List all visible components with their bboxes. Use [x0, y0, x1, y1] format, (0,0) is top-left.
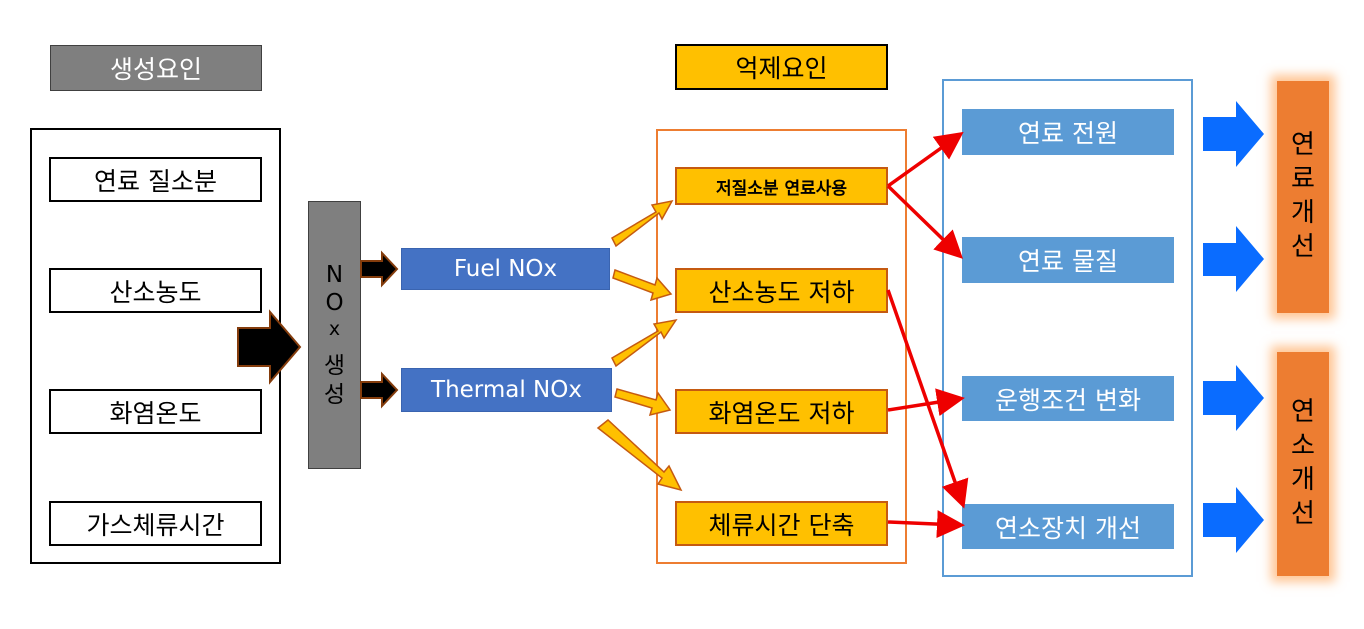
- measure-combustor-improvement: 연소장치 개선: [962, 504, 1174, 549]
- blue-arrow-2: [1203, 226, 1264, 292]
- blue-arrow-1: [1203, 101, 1264, 167]
- arrow-nox-to-thermal: [360, 371, 399, 409]
- combustion-improvement-box: 연 소 개 선: [1277, 352, 1329, 576]
- factor-oxygen-concentration: 산소농도: [49, 268, 262, 313]
- arrow-nox-to-fuel: [360, 250, 399, 288]
- blue-arrow-3: [1203, 365, 1264, 431]
- fuel-improvement-box: 연 료 개 선: [1277, 81, 1329, 313]
- fuel-nox-box: Fuel NOx: [401, 248, 610, 290]
- nox-char: 생: [323, 352, 346, 379]
- combustion-improvement-char: 소: [1291, 431, 1315, 462]
- fuel-improvement-char: 연: [1291, 130, 1315, 161]
- suppression-factors-header: 억제요인: [675, 44, 888, 90]
- generation-factors-header: 생성요인: [50, 45, 262, 91]
- fuel-improvement-char: 료: [1291, 164, 1315, 195]
- measures-frame: [942, 79, 1193, 577]
- nox-char: x: [328, 318, 341, 341]
- factor-fuel-nitrogen: 연료 질소분: [49, 157, 262, 202]
- factor-flame-temperature: 화염온도: [49, 389, 262, 434]
- combustion-improvement-char: 개: [1291, 465, 1315, 495]
- thermal-nox-box: Thermal NOx: [401, 368, 612, 412]
- nox-char: N: [325, 261, 344, 288]
- fuel-improvement-char: 개: [1291, 198, 1315, 228]
- factor-gas-residence-time: 가스체류시간: [49, 501, 262, 546]
- suppression-residence-time-reduction: 체류시간 단축: [675, 501, 888, 546]
- combustion-improvement-char: 연: [1291, 397, 1315, 428]
- blue-arrow-4: [1203, 487, 1264, 553]
- measure-operating-conditions: 운행조건 변화: [962, 376, 1174, 421]
- fuel-improvement-char: 선: [1291, 231, 1315, 262]
- suppression-low-nitrogen-fuel: 저질소분 연료사용: [675, 167, 888, 205]
- suppression-flame-temp-reduction: 화염온도 저하: [675, 389, 888, 434]
- combustion-improvement-char: 선: [1291, 498, 1315, 529]
- nox-generation-box: N O x 생 성: [308, 201, 361, 469]
- nox-char: 성: [323, 381, 346, 408]
- suppression-oxygen-reduction: 산소농도 저하: [675, 268, 888, 313]
- measure-fuel-source: 연료 전원: [962, 109, 1174, 155]
- nox-char: O: [325, 290, 344, 317]
- measure-fuel-quality: 연료 물질: [962, 237, 1174, 283]
